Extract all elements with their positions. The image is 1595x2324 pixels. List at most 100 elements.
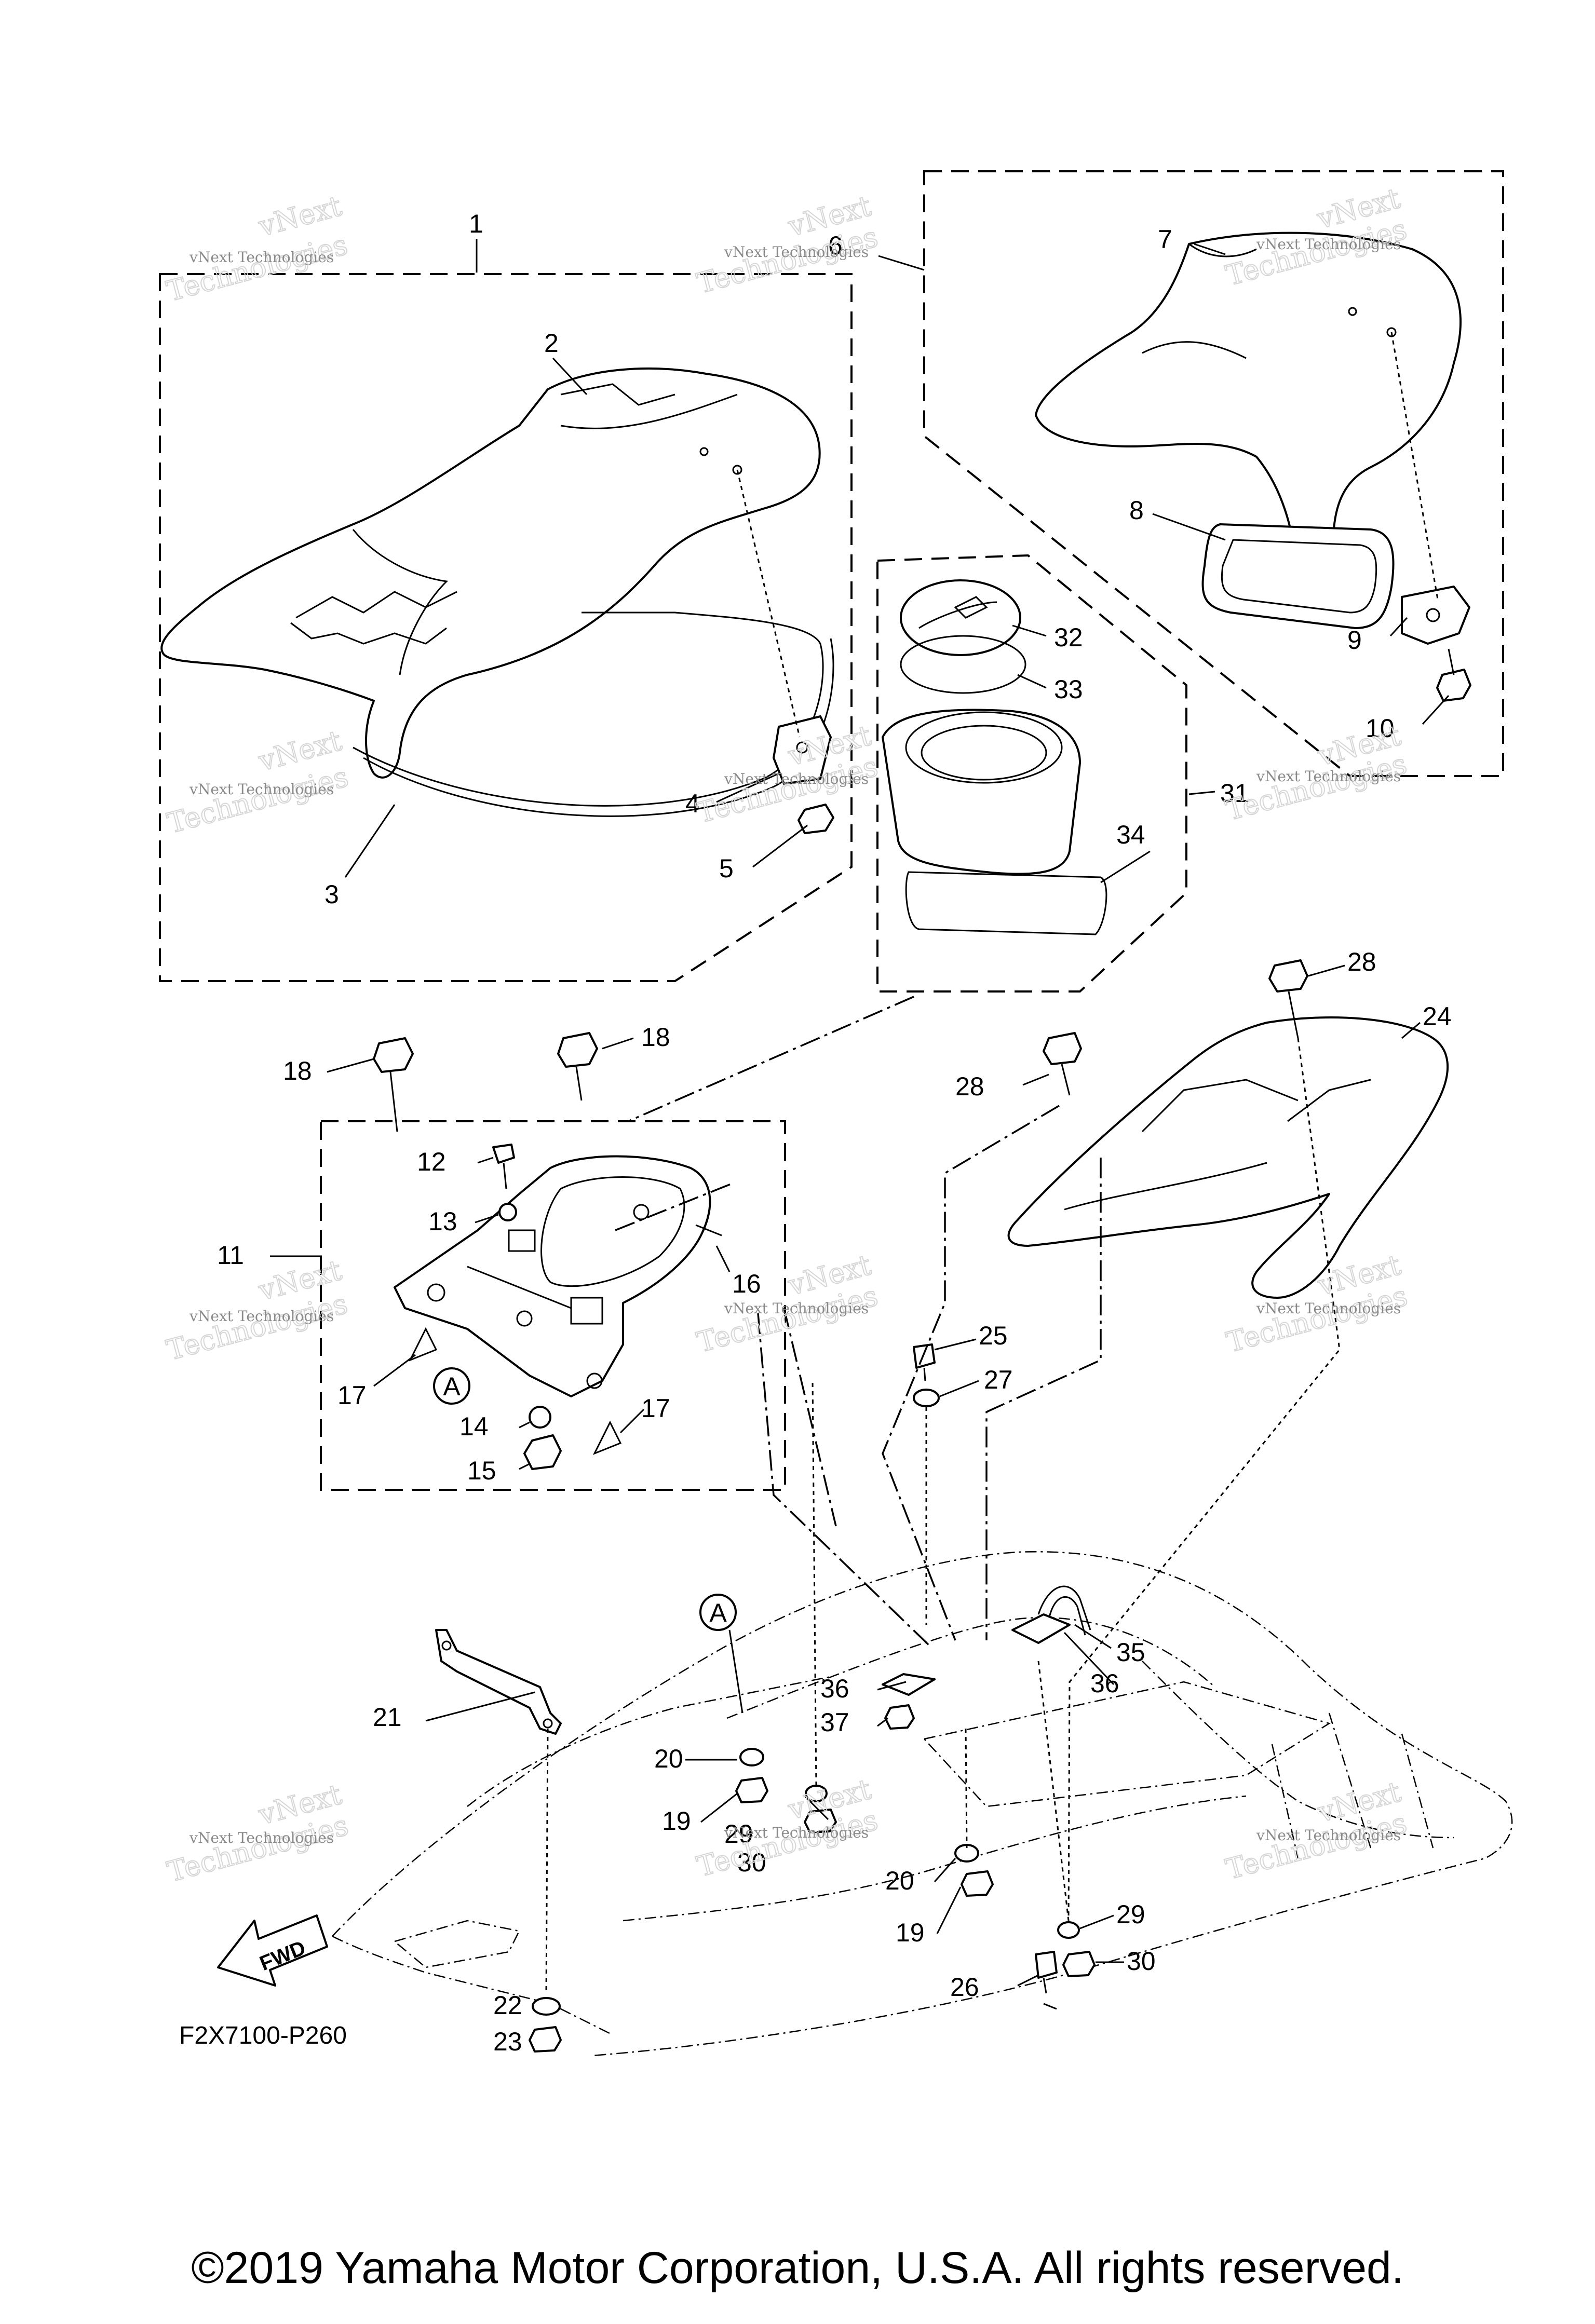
watermark-10: Technologies vNext vNext Technologies [164, 1777, 353, 1889]
svg-text:Technologies: Technologies [1223, 1279, 1411, 1358]
ref-a-lower: A [699, 1594, 737, 1631]
svg-text:vNext Technologies: vNext Technologies [189, 249, 334, 266]
washer-13-part [498, 1203, 517, 1221]
svg-text:vNext Technologies: vNext Technologies [724, 770, 869, 787]
svg-text:Technologies: Technologies [1222, 1806, 1410, 1886]
watermark-6: Technologies vNext vNext Technologies [1222, 718, 1411, 827]
nut-15-part [523, 1434, 562, 1470]
rear-seat-gasket-part [1201, 523, 1395, 629]
nut-30-left-part [804, 1809, 837, 1833]
nut-30-right-part [1062, 1951, 1096, 1977]
bracket-21-part [435, 1629, 562, 1735]
watermark-8: Technologies vNext vNext Technologies [693, 1248, 882, 1360]
callout-19b: 19 [896, 1918, 925, 1947]
storage-box-gasket-part [905, 871, 1107, 935]
callout-35: 35 [1116, 1638, 1145, 1667]
callout-26: 26 [950, 1973, 979, 2002]
svg-text:Technologies: Technologies [164, 1809, 352, 1888]
callout-20b: 20 [885, 1866, 914, 1895]
callout-25: 25 [979, 1321, 1008, 1350]
group-box-6-rear-seat-assembly [923, 170, 1504, 777]
washer-29-right-part [1057, 1921, 1080, 1939]
svg-text:Technologies: Technologies [694, 1279, 882, 1358]
watermark-1: Technologies vNext vNext Technologies [163, 189, 352, 308]
nut-37-part [884, 1704, 915, 1730]
callout-29b: 29 [1116, 1900, 1145, 1929]
svg-text:A: A [709, 1598, 727, 1627]
ref-a-upper: A [433, 1367, 470, 1405]
callout-10: 10 [1366, 714, 1395, 743]
bolt-28-lower-part [1043, 1032, 1082, 1096]
nut-19-left-part [735, 1777, 768, 1803]
callout-8: 8 [1129, 496, 1144, 525]
washer-22-part [532, 1997, 561, 2016]
svg-text:A: A [443, 1372, 461, 1401]
diagram-code: F2X7100-P260 [179, 2022, 347, 2049]
callout-11: 11 [217, 1241, 244, 1270]
callout-21: 21 [373, 1703, 402, 1732]
callout-17a: 17 [337, 1381, 367, 1410]
svg-text:Technologies: Technologies [694, 1803, 882, 1883]
watermark-4: Technologies vNext vNext Technologies [164, 724, 353, 840]
plate-36-right-part [1011, 1613, 1071, 1644]
callout-27: 27 [984, 1365, 1013, 1394]
callout-30b: 30 [1127, 1947, 1156, 1976]
callout-34: 34 [1116, 820, 1145, 849]
callout-9: 9 [1347, 626, 1362, 655]
callout-32: 32 [1054, 623, 1083, 652]
callout-7: 7 [1158, 225, 1172, 254]
callout-23: 23 [493, 2027, 522, 2056]
svg-text:vNext Technologies: vNext Technologies [189, 781, 334, 798]
callout-14: 14 [459, 1412, 489, 1441]
storage-box-part [882, 709, 1081, 875]
bolt-28-upper-part [1268, 959, 1308, 1039]
callout-29a: 29 [724, 1819, 753, 1849]
callout-30a: 30 [737, 1848, 766, 1877]
svg-text:vNext Technologies: vNext Technologies [1256, 1300, 1401, 1317]
svg-text:vNext Technologies: vNext Technologies [1256, 768, 1401, 785]
callout-17b: 17 [641, 1394, 670, 1423]
fwd-arrow-icon: FWD [217, 1914, 328, 1987]
collar-14-part [529, 1406, 551, 1429]
callout-37: 37 [820, 1708, 849, 1737]
rear-seat-bolt-part [1436, 648, 1471, 702]
rear-seat-hook-part [1401, 586, 1470, 645]
callout-36b: 36 [820, 1674, 849, 1703]
bolt-18-left-part [373, 1037, 414, 1132]
callout-1: 1 [469, 209, 483, 238]
svg-text:Technologies: Technologies [163, 228, 351, 308]
group-box-31-storage-box [876, 554, 1187, 993]
washer-27-part [913, 1389, 940, 1407]
group-box-1-seat-assembly [159, 273, 853, 982]
callout-16: 16 [732, 1269, 761, 1298]
grab-handle-part [1007, 1016, 1449, 1299]
callout-33: 33 [1054, 675, 1083, 704]
stud-bolt-part [492, 1144, 515, 1189]
nut-23-part [529, 2026, 562, 2053]
svg-text:Technologies: Technologies [1222, 748, 1410, 827]
svg-text:vNext Technologies: vNext Technologies [724, 243, 869, 261]
stud-25-part [913, 1343, 936, 1381]
callout-22: 22 [493, 1991, 522, 2020]
plate-36-left-part [882, 1673, 936, 1696]
callout-18b: 18 [641, 1023, 670, 1052]
callout-19a: 19 [662, 1806, 691, 1836]
callout-3: 3 [325, 880, 339, 909]
bracket-assembly-part [394, 1155, 722, 1455]
callout-15: 15 [467, 1456, 496, 1485]
callout-2: 2 [544, 329, 559, 358]
callout-12: 12 [417, 1147, 446, 1176]
bolt-18-right-part [557, 1032, 598, 1101]
cap-o-ring-part [900, 635, 1026, 694]
front-seat-part [160, 368, 821, 779]
callout-13: 13 [428, 1207, 457, 1236]
svg-text:vNext Technologies: vNext Technologies [189, 1308, 334, 1325]
callout-28a: 28 [1347, 947, 1376, 976]
svg-text:vNext Technologies: vNext Technologies [1256, 236, 1401, 253]
callout-31: 31 [1220, 779, 1249, 808]
svg-text:vNext Technologies: vNext Technologies [724, 1300, 869, 1317]
washer-20-left-part [739, 1748, 764, 1766]
copyright-notice: ©2019 Yamaha Motor Corporation, U.S.A. A… [191, 2243, 1404, 2293]
watermark-12: Technologies vNext vNext Technologies [1222, 1775, 1411, 1886]
watermark-11: Technologies vNext vNext Technologies [693, 1772, 882, 1884]
